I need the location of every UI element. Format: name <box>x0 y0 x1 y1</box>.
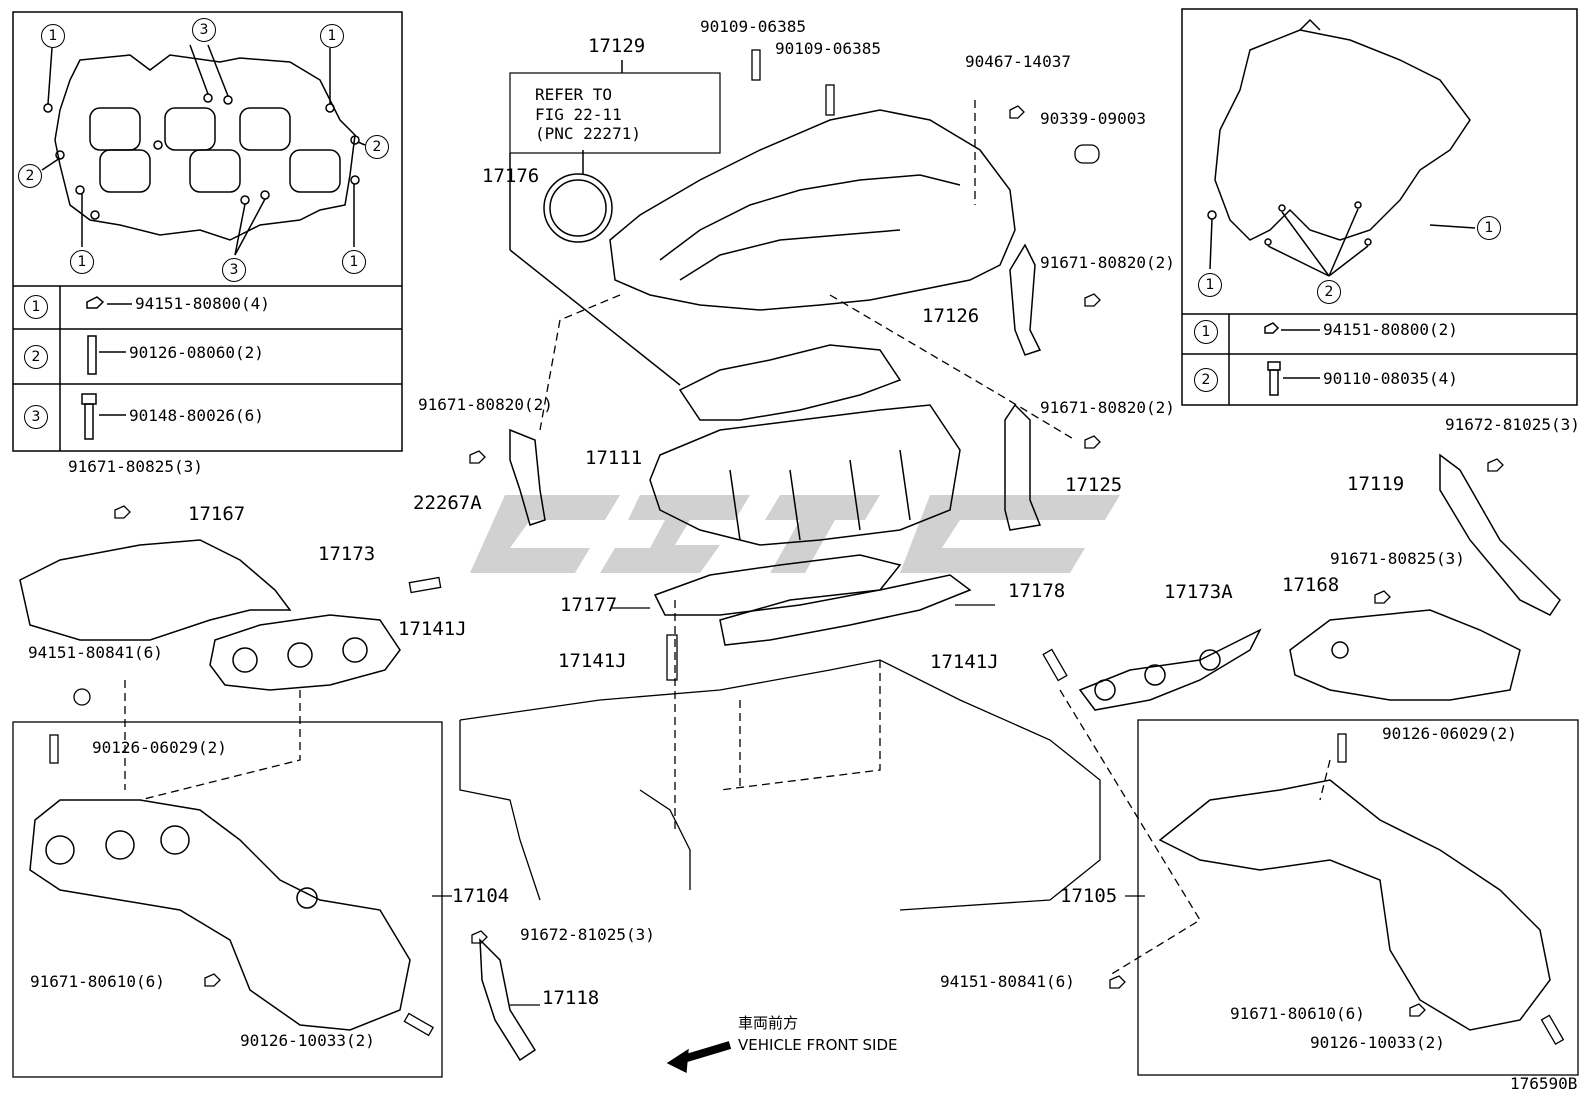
label-17177: 17177 <box>560 594 618 616</box>
legend-key-2: 2 <box>24 345 48 369</box>
label-17119: 17119 <box>1347 473 1405 495</box>
legend-key-3: 3 <box>24 405 48 429</box>
label-17111: 17111 <box>585 447 643 469</box>
label-17141J-a: 17141J <box>558 650 627 672</box>
callout-1: 1 <box>342 250 366 274</box>
label-17105: 17105 <box>1060 885 1118 907</box>
callout-2: 2 <box>18 164 42 188</box>
label-refer-3: (PNC 22271) <box>535 124 641 143</box>
label-17178: 17178 <box>1008 580 1066 602</box>
legend-part-2: 90126-08060(2) <box>129 343 264 362</box>
legend-part-1: 94151-80800(2) <box>1323 320 1458 339</box>
label-17168: 17168 <box>1282 574 1340 596</box>
right-exhaust-parts <box>1078 609 1579 1076</box>
figure-number: 176590B <box>1510 1074 1578 1093</box>
label-90109-06385-b: 90109-06385 <box>775 39 881 58</box>
legend-part-1: 94151-80800(4) <box>135 294 270 313</box>
legend-key-1: 1 <box>1194 320 1218 344</box>
label-17173: 17173 <box>318 543 376 565</box>
label-17104: 17104 <box>452 885 510 907</box>
label-91672-81025-b: 91672-81025(3) <box>520 925 655 944</box>
callout-2: 2 <box>1317 280 1341 304</box>
label-90126-06029-b: 90126-06029(2) <box>1382 724 1517 743</box>
label-17126: 17126 <box>922 305 980 327</box>
watermark-logo <box>470 495 1120 573</box>
label-17129: 17129 <box>588 35 646 57</box>
legend-key-2: 2 <box>1194 368 1218 392</box>
label-91672-81025-a: 91672-81025(3) <box>1445 415 1580 434</box>
callout-1: 1 <box>320 24 344 48</box>
label-91671-80825-a: 91671-80825(3) <box>68 457 203 476</box>
label-refer-2: FIG 22-11 <box>535 105 622 124</box>
label-vehicle-front-jp: 車両前方 <box>738 1014 799 1032</box>
label-90126-06029-a: 90126-06029(2) <box>92 738 227 757</box>
callout-1: 1 <box>1198 273 1222 297</box>
label-17141J-c: 17141J <box>398 618 467 640</box>
label-91671-80820-a: 91671-80820(2) <box>1040 253 1175 272</box>
legend-key-1: 1 <box>24 295 48 319</box>
label-91671-80610-a: 91671-80610(6) <box>30 972 165 991</box>
label-17118: 17118 <box>542 987 600 1009</box>
label-90339-09003: 90339-09003 <box>1040 109 1146 128</box>
label-90126-10033-b: 90126-10033(2) <box>1310 1033 1445 1052</box>
callout-3: 3 <box>222 258 246 282</box>
label-vehicle-front-en: VEHICLE FRONT SIDE <box>738 1036 898 1054</box>
label-94151-80841-a: 94151-80841(6) <box>28 643 163 662</box>
upper-intake-manifold <box>509 60 1016 386</box>
callout-2: 2 <box>365 135 389 159</box>
left-gasket-box <box>12 11 403 452</box>
legend-part-3: 90148-80026(6) <box>129 406 264 425</box>
label-90126-10033-a: 90126-10033(2) <box>240 1031 375 1050</box>
callout-1: 1 <box>1477 216 1501 240</box>
label-22267A: 22267A <box>413 492 482 514</box>
label-91671-80820-c: 91671-80820(2) <box>1040 398 1175 417</box>
label-90109-06385-a: 90109-06385 <box>700 17 806 36</box>
callout-1: 1 <box>70 250 94 274</box>
label-17167: 17167 <box>188 503 246 525</box>
legend-part-2: 90110-08035(4) <box>1323 369 1458 388</box>
label-refer-1: REFER TO <box>535 85 613 104</box>
label-17141J-b: 17141J <box>930 651 999 673</box>
label-91671-80825-b: 91671-80825(3) <box>1330 549 1465 568</box>
right-manifold-box <box>1181 8 1578 406</box>
lower-intake-manifold <box>649 344 972 646</box>
fasteners-and-leaders <box>49 49 1565 1074</box>
brackets <box>479 243 1561 1062</box>
callout-3: 3 <box>192 18 216 42</box>
left-exhaust-parts <box>12 539 443 1078</box>
callout-1: 1 <box>41 24 65 48</box>
label-17125: 17125 <box>1065 474 1123 496</box>
label-91671-80820-b: 91671-80820(2) <box>418 395 553 414</box>
label-91671-80610-b: 91671-80610(6) <box>1230 1004 1365 1023</box>
engine-block-outline <box>459 600 1101 911</box>
label-17176: 17176 <box>482 165 540 187</box>
label-17173A: 17173A <box>1164 581 1233 603</box>
label-94151-80841-b: 94151-80841(6) <box>940 972 1075 991</box>
label-90467-14037: 90467-14037 <box>965 52 1071 71</box>
